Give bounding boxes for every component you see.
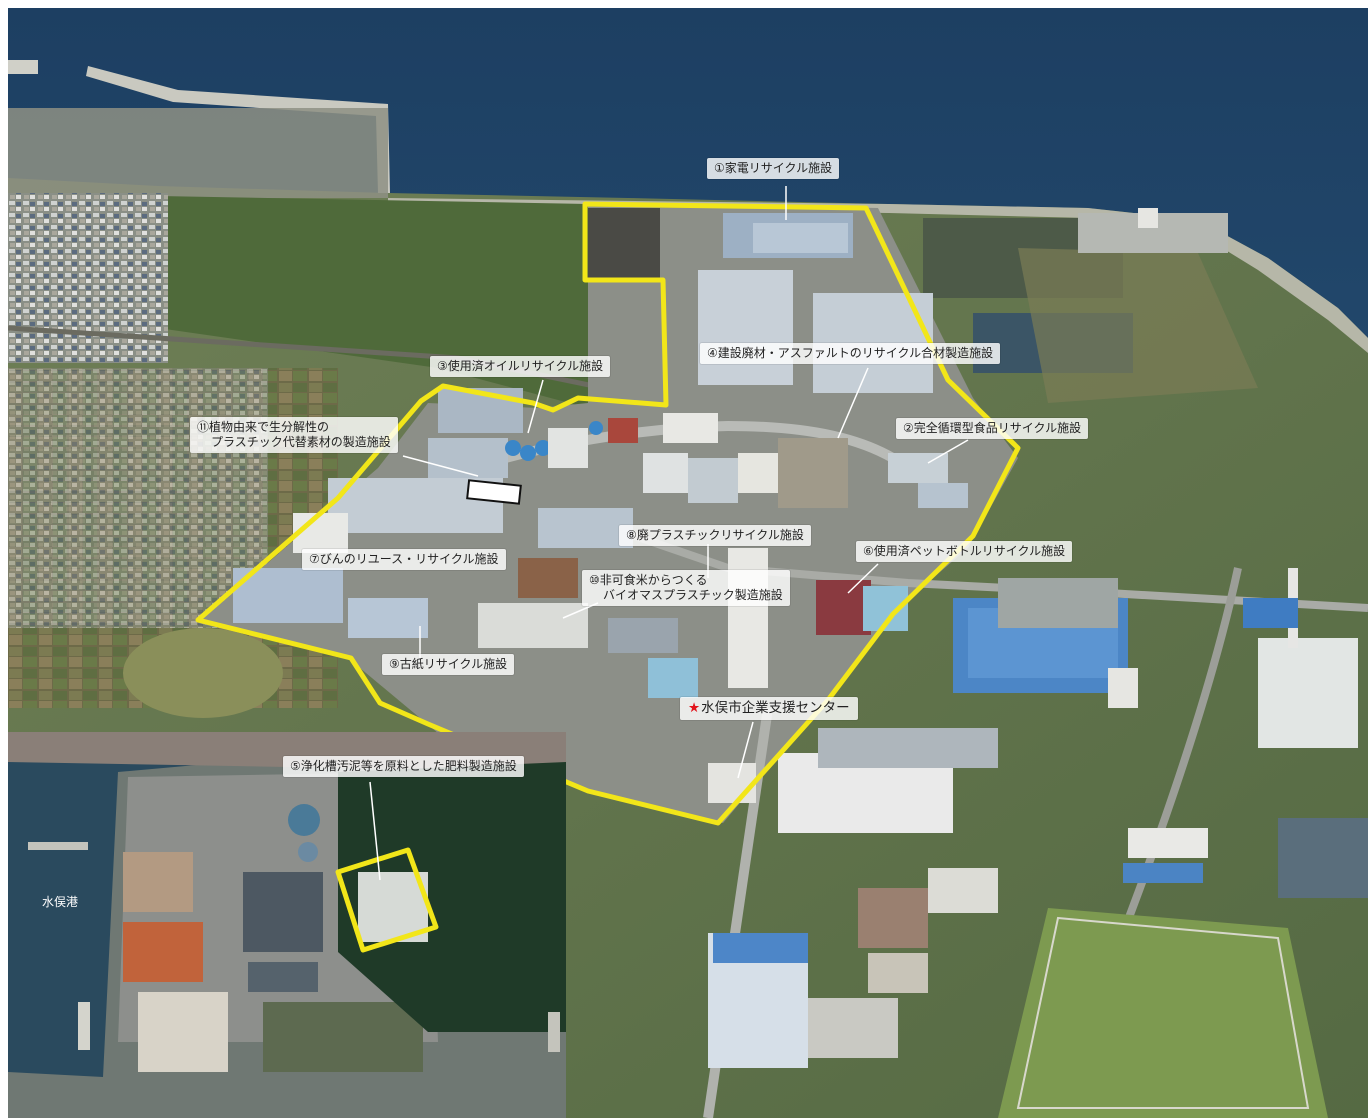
label-waste-paper-recycling: ⑨古紙リサイクル施設 bbox=[382, 654, 515, 675]
label-biomass-plastic-line2: バイオマスプラスチック製造施設 bbox=[603, 588, 783, 602]
label-biomass-plastic-line1: ⑩非可食米からつくる bbox=[589, 573, 708, 587]
label-biodegradable-plastic: ⑪植物由来で生分解性の プラスチック代替素材の製造施設 bbox=[190, 417, 398, 453]
label-bottle-reuse-recycling: ⑦びんのリユース・リサイクル施設 bbox=[302, 549, 506, 570]
label-pet-bottle-recycling: ⑥使用済ペットボトルリサイクル施設 bbox=[856, 541, 1073, 562]
label-food-recycling: ②完全循環型食品リサイクル施設 bbox=[896, 418, 1089, 439]
label-used-oil-recycling: ③使用済オイルリサイクル施設 bbox=[430, 356, 611, 377]
label-biodegradable-plastic-line2: プラスチック代替素材の製造施設 bbox=[211, 435, 391, 449]
label-enterprise-support-center: ★水俣市企業支援センター bbox=[680, 697, 858, 720]
label-septic-sludge-fertilizer: ⑤浄化槽汚泥等を原料とした肥料製造施設 bbox=[283, 756, 524, 777]
label-waste-plastic-recycling: ⑧廃プラスチックリサイクル施設 bbox=[619, 525, 811, 546]
industrial-zone-boundary bbox=[195, 201, 1021, 826]
label-enterprise-support-center-text: 水俣市企業支援センター bbox=[701, 700, 850, 716]
label-construction-waste-recycling: ④建設廃材・アスファルトのリサイクル合材製造施設 bbox=[700, 343, 1001, 364]
label-biodegradable-plastic-line1: ⑪植物由来で生分解性の bbox=[197, 420, 330, 434]
inset-facility-boundary bbox=[335, 847, 439, 953]
label-minamata-port: 水俣港 bbox=[42, 895, 79, 909]
star-icon: ★ bbox=[688, 700, 701, 716]
inset-photo bbox=[8, 732, 566, 1118]
label-kaden-recycling: ①家電リサイクル施設 bbox=[707, 158, 840, 179]
label-biomass-plastic: ⑩非可食米からつくる バイオマスプラスチック製造施設 bbox=[582, 570, 790, 606]
